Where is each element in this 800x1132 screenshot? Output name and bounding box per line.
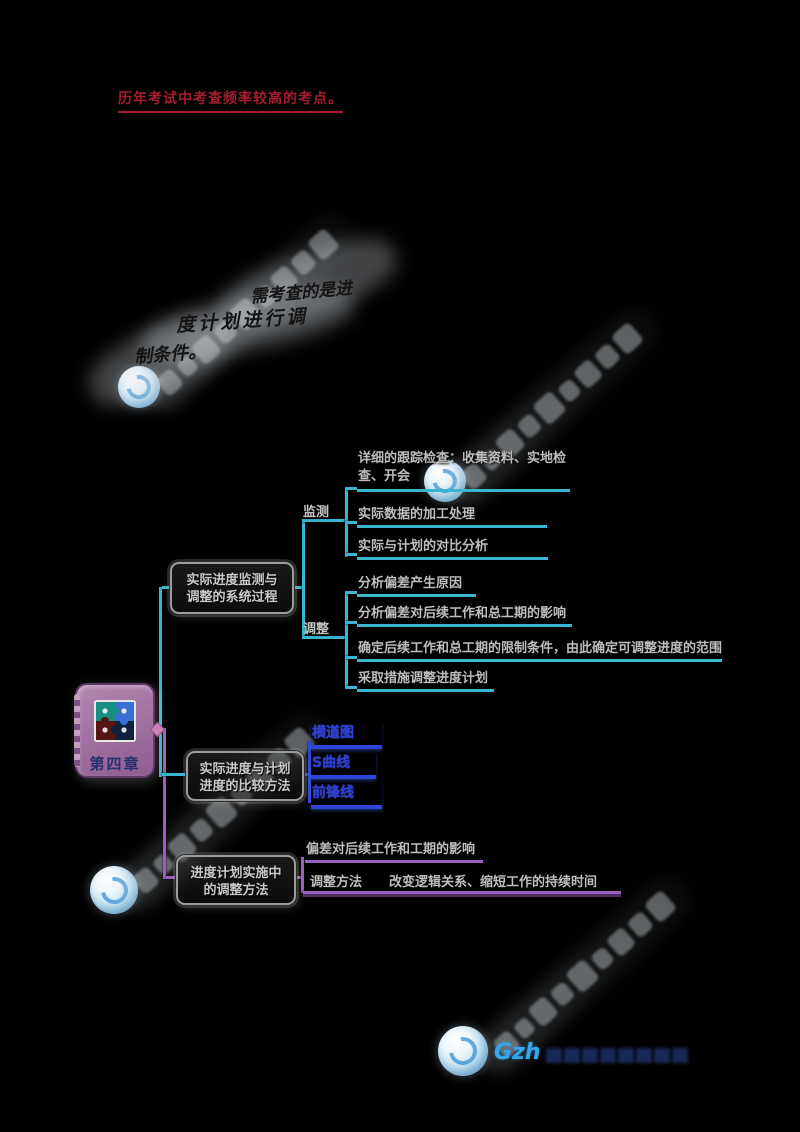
root-label: 第四章 <box>89 755 141 773</box>
connector-line <box>166 876 176 879</box>
root-node-chapter4[interactable]: 第四章 <box>74 683 155 778</box>
connector-line <box>345 656 357 659</box>
branch-title: 进度的比较方法 <box>199 779 291 794</box>
connector-line <box>345 591 357 594</box>
connector-line <box>345 621 357 624</box>
connector-line <box>345 686 357 689</box>
leaf-topic[interactable]: 分析偏差对后续工作和总工期的影响 <box>357 602 573 627</box>
connector-line <box>345 487 357 490</box>
leaf-topic[interactable]: 偏差对后续工作和工期的影响 <box>305 838 484 863</box>
connector-line <box>296 876 302 879</box>
leaf-topic[interactable]: 实际与计划的对比分析 <box>357 535 549 560</box>
leaf-topic[interactable]: 确定后续工作和总工期的限制条件，由此确定可调整进度的范围 <box>357 637 723 662</box>
connector-line <box>303 891 621 894</box>
connector-line <box>304 773 309 776</box>
connector-line <box>162 773 186 776</box>
connector-line <box>162 586 170 589</box>
leaf-topic-s-curve[interactable]: S曲线 <box>311 752 377 779</box>
branch-title: 实际进度与计划 <box>199 762 291 777</box>
connector-line <box>345 591 348 689</box>
connector-line <box>294 586 303 589</box>
branch-node-adjust-methods[interactable]: 进度计划实施中 的调整方法 <box>176 855 296 905</box>
branch-title: 实际进度监测与 <box>186 573 278 588</box>
connector-line <box>302 519 347 522</box>
footer-logo-icon <box>438 1026 488 1076</box>
leaf-topic[interactable]: 详细的跟踪检查：收集资料、实地检查、开会 <box>357 450 570 492</box>
branch-title: 进度计划实施中 <box>190 866 282 881</box>
footer-smudge-text <box>546 1048 690 1063</box>
red-note: 历年考试中考查频率较高的考点。 <box>118 88 343 113</box>
branch-node-comparison-methods[interactable]: 实际进度与计划 进度的比较方法 <box>186 751 304 801</box>
leaf-topic-adjust-method-label[interactable]: 调整方法 <box>310 875 363 890</box>
puzzle-icon <box>77 699 153 747</box>
connector-line <box>302 519 305 639</box>
connector-line <box>345 521 357 524</box>
connector-line <box>302 636 347 639</box>
group-label-adjust[interactable]: 调整 <box>303 622 330 637</box>
leaf-topic[interactable]: 采取措施调整进度计划 <box>357 667 495 692</box>
group-label-monitor[interactable]: 监测 <box>303 505 330 520</box>
footer-brand-text: Gzh <box>494 1040 541 1065</box>
leaf-topic[interactable]: 分析偏差产生原因 <box>357 572 477 597</box>
leaf-topic-gantt[interactable]: 横道图 <box>311 722 382 749</box>
watermark-band <box>488 887 679 1063</box>
leaf-topic-frontline[interactable]: 前锋线 <box>311 782 382 809</box>
connector-line <box>163 728 166 879</box>
branch-title: 调整的系统过程 <box>186 590 278 605</box>
connector-line <box>159 587 162 777</box>
connector-line <box>301 857 304 893</box>
branch-node-monitor-adjust-process[interactable]: 实际进度监测与 调整的系统过程 <box>170 562 294 614</box>
branch-title: 的调整方法 <box>203 883 269 898</box>
connector-line <box>345 553 357 556</box>
leaf-topic[interactable]: 实际数据的加工处理 <box>357 503 548 528</box>
connector-line <box>308 741 311 803</box>
leaf-topic-adjust-method-detail[interactable]: 改变逻辑关系、缩短工作的持续时间 <box>389 875 598 890</box>
